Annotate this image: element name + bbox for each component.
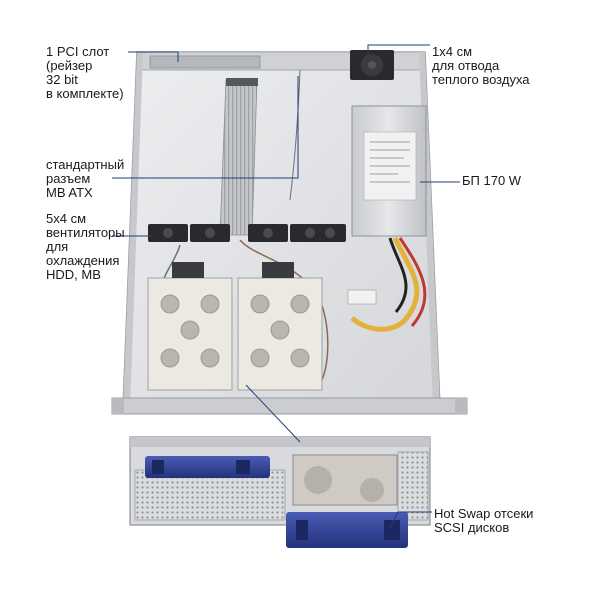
- annotation-pci-slot: 1 PCI слот (рейзер 32 bit в комплекте): [46, 45, 124, 101]
- chassis-top-view: [112, 50, 467, 414]
- chassis-front-view: [130, 437, 430, 548]
- annotation-power-supply: БП 170 W: [462, 174, 521, 188]
- annotation-cooling-fans: 5x4 см вентиляторы для охлаждения HDD, M…: [46, 212, 125, 282]
- annotation-mb-connector: стандартный разъем MB ATX: [46, 158, 124, 200]
- annotation-hot-swap-bays: Hot Swap отсеки SCSI дисков: [434, 507, 533, 535]
- annotation-exhaust-vent: 1x4 см для отвода теплого воздуха: [432, 45, 530, 87]
